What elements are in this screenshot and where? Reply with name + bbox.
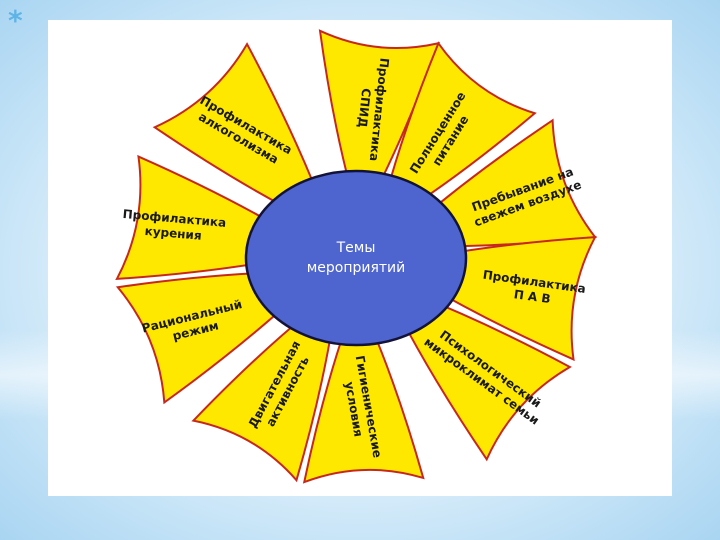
- center-label-line-1: Темы: [336, 240, 376, 256]
- center-label-line-2: мероприятий: [307, 260, 406, 276]
- center-ellipse: [246, 171, 466, 345]
- center-node: Темы мероприятий: [246, 171, 466, 345]
